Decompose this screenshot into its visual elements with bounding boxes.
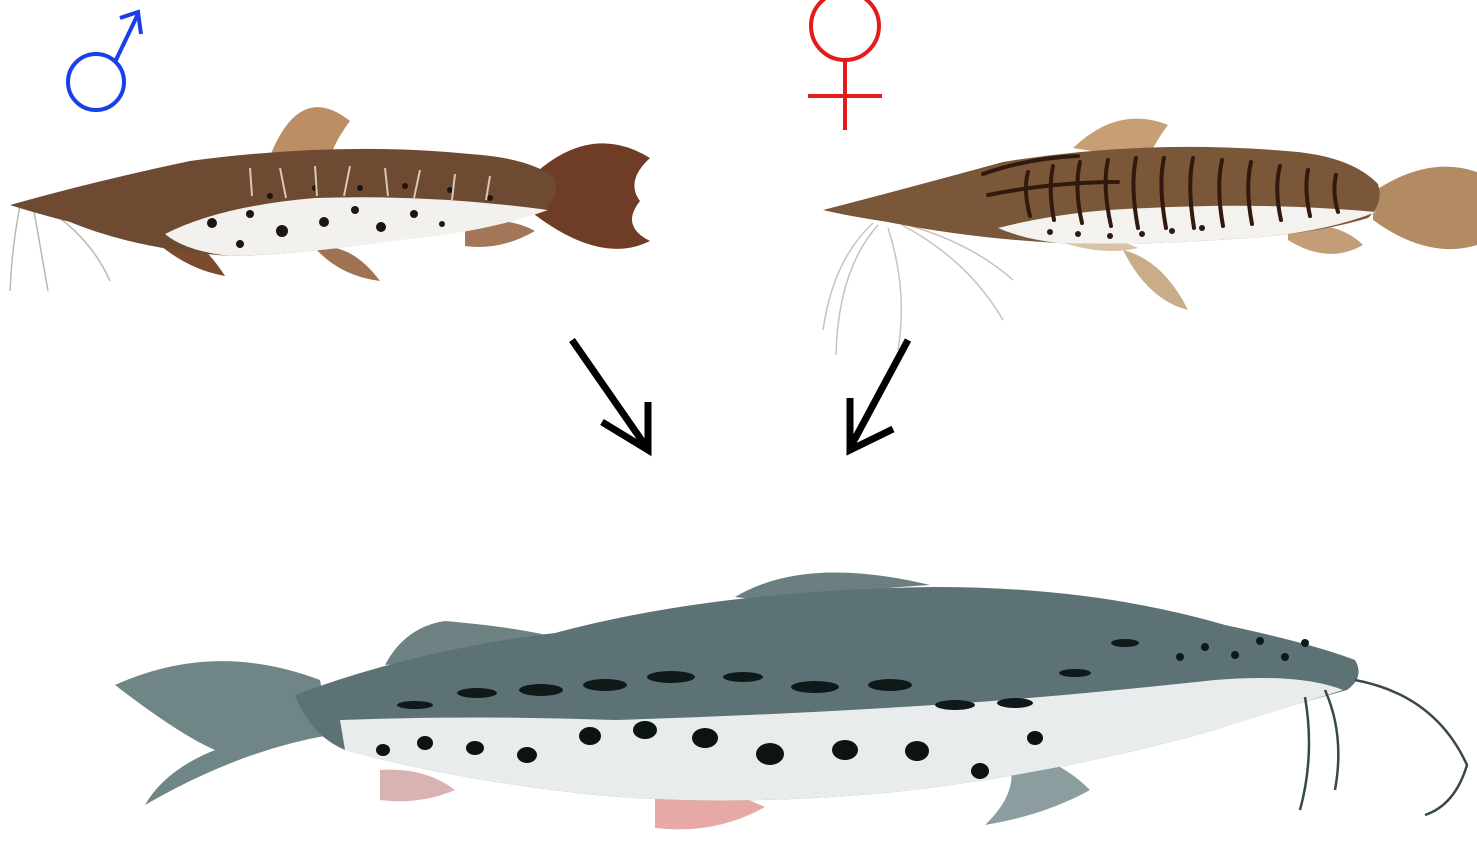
hybrid-fish-barbels <box>1300 680 1467 815</box>
hybrid-fish-pelvic-fin <box>380 770 455 802</box>
hybrid-fish-tail-fin <box>115 661 330 805</box>
female-fish-tail-fin <box>1373 167 1477 249</box>
female-fish-pelvic-fin <box>1123 250 1188 310</box>
left-arrow-icon <box>560 330 670 460</box>
male-fish-pelvic-fin <box>315 247 380 281</box>
male-catfish-illustration <box>0 86 660 306</box>
right-arrow-icon <box>836 330 926 460</box>
hybrid-catfish-photo <box>95 545 1477 853</box>
